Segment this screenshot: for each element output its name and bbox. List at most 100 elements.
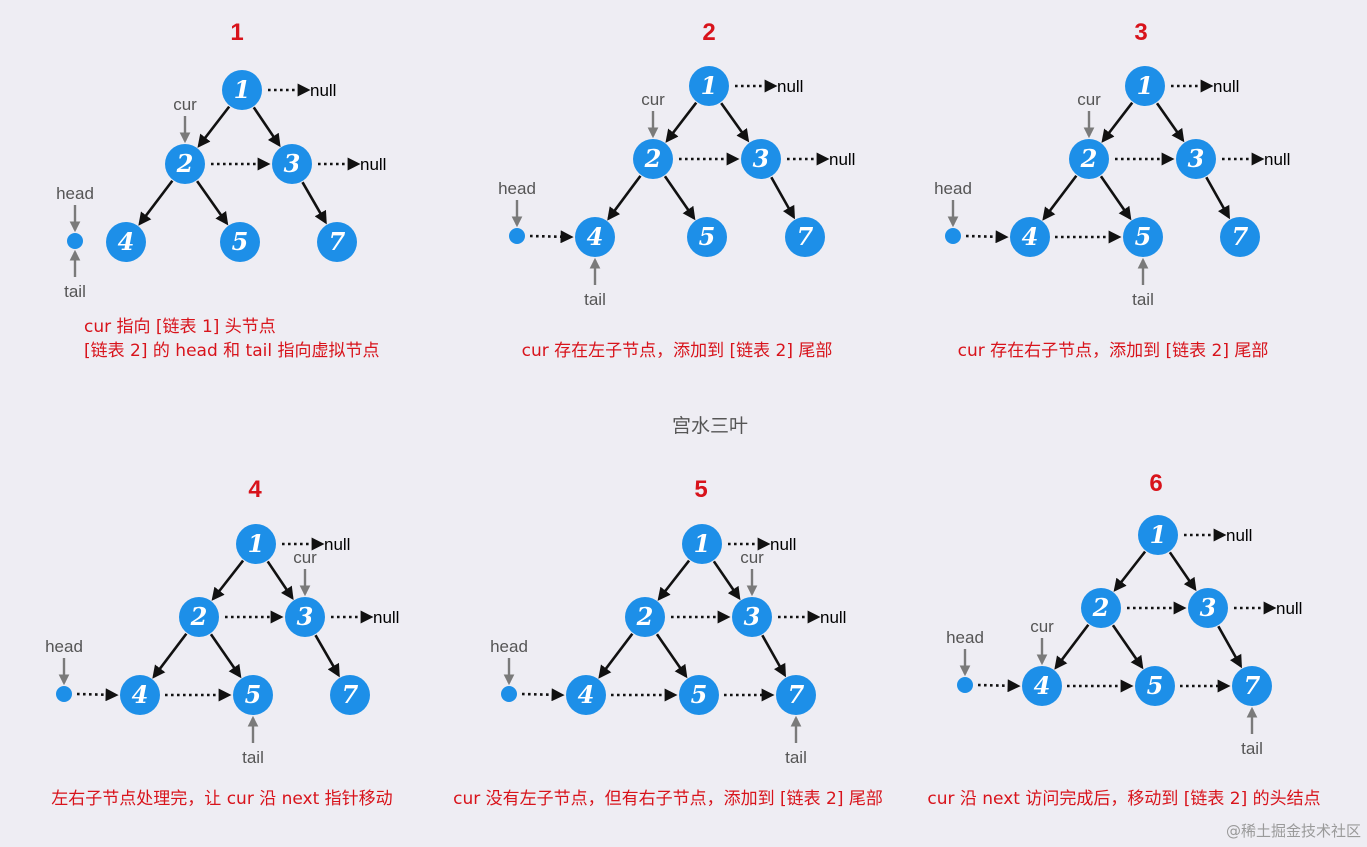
head-pointer-label: head — [490, 637, 528, 656]
tree-node — [689, 66, 729, 106]
dummy-node — [501, 686, 517, 702]
tree-node-label: 4 — [578, 680, 595, 709]
chain-link — [965, 230, 1009, 244]
tree-node-label: 5 — [1147, 671, 1164, 700]
tree-edge — [657, 559, 691, 601]
tree-node — [272, 144, 312, 184]
tree-node-label: 1 — [701, 71, 718, 100]
tree-node — [1232, 666, 1272, 706]
tree-edge — [665, 101, 698, 143]
cur-pointer-label: cur — [293, 548, 317, 567]
tree-node — [233, 675, 273, 715]
tree-node-label: 2 — [1092, 593, 1110, 622]
tree-node-label: 7 — [1232, 222, 1249, 251]
panel-number: 1 — [230, 19, 243, 46]
tree-edge — [1111, 624, 1144, 670]
chain-link — [76, 688, 119, 702]
tree-edge — [252, 106, 281, 148]
panels-group: 1 null null 1 2 3 4 5 7 head tail cur cur 指向 [链表 1] … — [45, 19, 1321, 809]
tree-node — [732, 597, 772, 637]
tree-node-label: 4 — [132, 680, 149, 709]
tree-node-label: 4 — [118, 227, 135, 256]
null-label: null — [310, 81, 336, 100]
tree-node — [785, 217, 825, 257]
tree-edge — [1205, 176, 1230, 220]
null-label: null — [360, 155, 386, 174]
tree-edge — [598, 632, 634, 679]
panel-caption: cur 指向 [链表 1] 头节点 — [84, 317, 276, 337]
head-pointer-label: head — [946, 628, 984, 647]
panel-caption: 左右子节点处理完，让 cur 沿 next 指针移动 — [51, 789, 392, 809]
tree-edge — [1113, 550, 1147, 592]
tree-node-label: 7 — [1244, 671, 1261, 700]
center-title: 宫水三叶 — [672, 415, 748, 437]
chain-link — [977, 679, 1021, 693]
panel-number: 5 — [694, 476, 707, 503]
tree-node — [1081, 588, 1121, 628]
tree-node-label: 7 — [342, 680, 359, 709]
tree-node-label: 7 — [329, 227, 346, 256]
cur-pointer-label: cur — [173, 95, 197, 114]
tree-edge — [211, 559, 245, 601]
null-label: null — [777, 77, 803, 96]
tree-node-label: 1 — [234, 75, 251, 104]
tree-node-label: 4 — [1034, 671, 1051, 700]
tree-edge — [1101, 101, 1134, 143]
tree-edge — [761, 634, 786, 678]
tree-edge — [197, 105, 231, 148]
tree-node — [120, 675, 160, 715]
tail-pointer-label: tail — [64, 282, 86, 301]
chain-link — [521, 688, 565, 702]
tree-node-label: 3 — [744, 602, 761, 631]
panel-number: 6 — [1149, 470, 1162, 497]
tree-node — [285, 597, 325, 637]
tree-node — [1022, 666, 1062, 706]
panel-caption: cur 没有左子节点，但有右子节点，添加到 [链表 2] 尾部 — [453, 789, 883, 809]
tree-node — [679, 675, 719, 715]
tree-edge — [1155, 102, 1185, 143]
tree-node-label: 5 — [699, 222, 716, 251]
dummy-node — [67, 233, 83, 249]
tree-node-label: 5 — [691, 680, 708, 709]
cur-pointer-label: cur — [641, 90, 665, 109]
head-pointer-label: head — [45, 637, 83, 656]
head-pointer-label: head — [934, 179, 972, 198]
tree-node — [741, 139, 781, 179]
tail-pointer-label: tail — [584, 290, 606, 309]
tail-pointer-label: tail — [785, 748, 807, 767]
tree-node — [566, 675, 606, 715]
null-label: null — [1213, 77, 1239, 96]
tree-node-label: 3 — [284, 149, 301, 178]
tree-node — [1069, 139, 1109, 179]
null-label: null — [1226, 526, 1252, 545]
tree-node-label: 7 — [788, 680, 805, 709]
panel-caption: cur 沿 next 访问完成后，移动到 [链表 2] 的头结点 — [927, 789, 1320, 809]
panel-caption: [链表 2] 的 head 和 tail 指向虚拟节点 — [84, 341, 379, 361]
tree-node — [1188, 588, 1228, 628]
tail-pointer-label: tail — [1241, 739, 1263, 758]
tree-edge — [301, 181, 327, 225]
panel-number: 2 — [702, 19, 715, 46]
tree-node — [575, 217, 615, 257]
tree-edge — [712, 560, 741, 601]
tree-node — [236, 524, 276, 564]
tree-node — [633, 139, 673, 179]
tree-node-label: 3 — [753, 144, 770, 173]
tree-node-label: 5 — [232, 227, 249, 256]
tree-node — [682, 524, 722, 564]
tree-node — [1125, 66, 1165, 106]
tree-node — [687, 217, 727, 257]
tree-edge — [152, 632, 188, 679]
tree-node-label: 2 — [176, 149, 194, 178]
null-label: null — [373, 608, 399, 627]
tree-node-label: 2 — [1080, 144, 1098, 173]
tree-node — [1123, 217, 1163, 257]
tail-pointer-label: tail — [242, 748, 264, 767]
tree-node-label: 2 — [636, 602, 654, 631]
tree-edge — [655, 633, 688, 679]
tree-node — [106, 222, 146, 262]
dummy-node — [957, 677, 973, 693]
